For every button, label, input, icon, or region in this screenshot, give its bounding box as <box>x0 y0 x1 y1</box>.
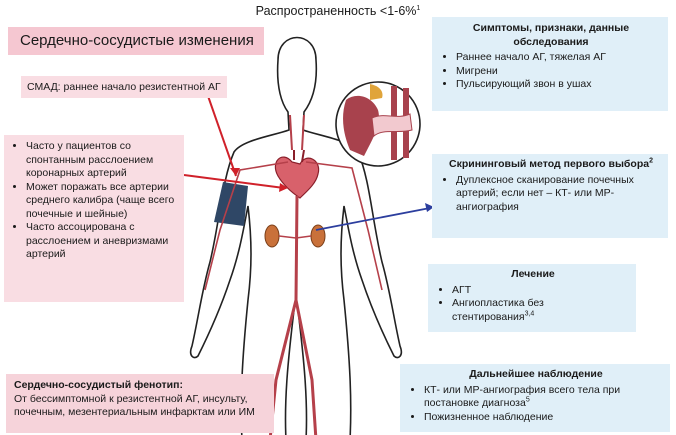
screening-item: Дуплексное сканирование почечных артерий… <box>456 174 660 215</box>
prevalence-title: Распространенность <1-6%1 <box>255 4 421 18</box>
symptoms-box: Симптомы, признаки, данные обследования … <box>432 17 668 111</box>
screening-box: Скрининговый метод первого выбора2 Дупле… <box>432 154 668 238</box>
arm-arteries <box>204 161 383 291</box>
followup-item: КТ- или МР-ангиография всего тела при по… <box>424 384 662 411</box>
symptom-item: Мигрени <box>456 65 660 79</box>
smad-arrow <box>207 95 237 177</box>
followup-item: Пожизненное наблюдение <box>424 411 662 425</box>
magnified-artery-inset <box>335 81 421 167</box>
phenotype-title: Сердечно-сосудистый фенотип: <box>14 379 183 391</box>
bp-cuff <box>214 182 248 226</box>
followup-title: Дальнейшее наблюдение <box>469 368 603 380</box>
feature-item: Часто у пациентов со спонтанным расслоен… <box>26 140 180 181</box>
features-arrow <box>183 174 285 189</box>
treatment-title: Лечение <box>511 268 555 280</box>
heart-icon <box>274 156 320 199</box>
smad-note: СМАД: раннее начало резистентной АГ <box>21 76 227 98</box>
phenotype-text: От бессимптомной к резистентной АГ, инсу… <box>14 392 255 419</box>
kidney-left-icon <box>264 224 280 248</box>
carotid-arteries <box>289 114 305 151</box>
followup-box: Дальнейшее наблюдение КТ- или МР-ангиогр… <box>400 364 670 432</box>
phenotype-box: Сердечно-сосудистый фенотип: От бессимпт… <box>6 374 274 433</box>
feature-item: Часто ассоцирована с расслоением и аневр… <box>26 221 180 262</box>
treatment-item: АГТ <box>452 284 628 298</box>
symptom-item: Пульсирующий звон в ушах <box>456 78 660 92</box>
treatment-box: Лечение АГТ Ангиопластика без стентирова… <box>428 264 636 332</box>
screening-title: Скрининговый метод первого выбора2 <box>449 157 653 171</box>
screening-arrow <box>315 207 431 231</box>
feature-item: Может поражать все артерии среднего кали… <box>26 181 180 222</box>
cv-changes-title: Сердечно-сосудистые изменения <box>8 27 264 55</box>
treatment-item: Ангиопластика без стентирования3,4 <box>452 297 628 324</box>
symptoms-title: Симптомы, признаки, данные обследования <box>472 22 630 48</box>
symptom-item: Раннее начало АГ, тяжелая АГ <box>456 51 660 65</box>
features-box: Часто у пациентов со спонтанным расслоен… <box>4 135 184 302</box>
